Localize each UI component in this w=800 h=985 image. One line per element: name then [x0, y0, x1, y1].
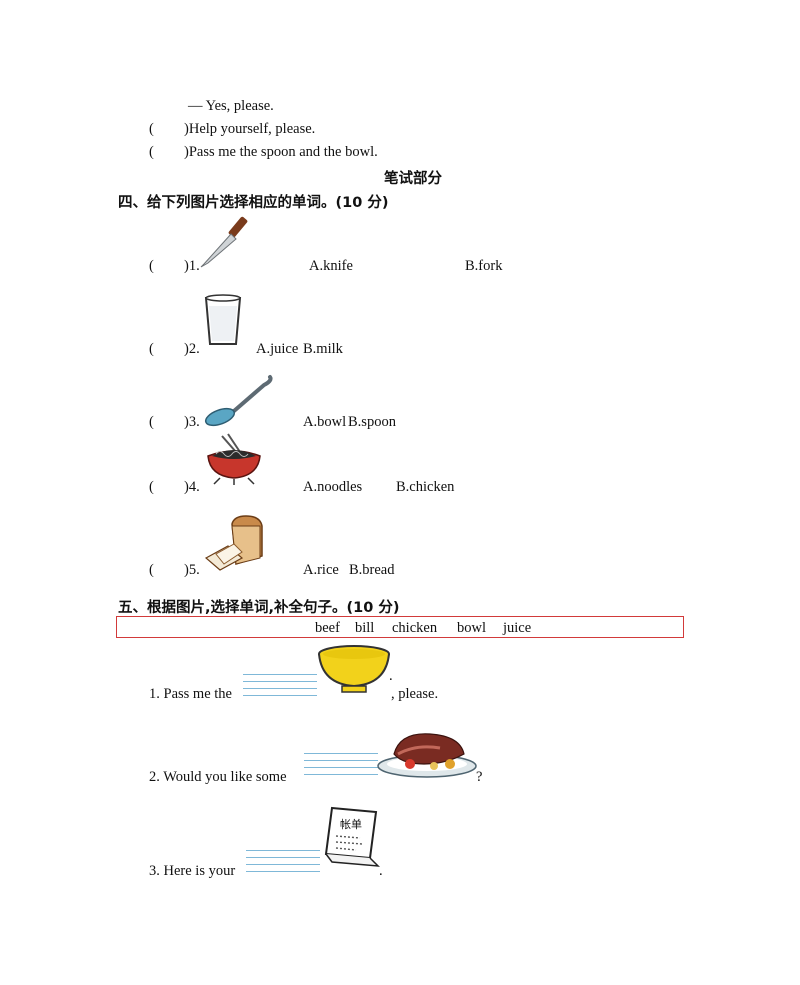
item3-paren: ( [149, 414, 154, 430]
sentence1-answer-blank[interactable] [243, 674, 317, 696]
item5-option-a: A.rice [303, 562, 339, 578]
answer-paren-close: ) [184, 121, 189, 137]
knife-icon [200, 216, 248, 268]
spoon-icon [204, 375, 273, 427]
sentence2-suffix: ? [476, 769, 483, 785]
item4-option-b: B.chicken [396, 479, 455, 495]
sentence2-answer-blank[interactable] [304, 753, 378, 775]
item3-number: )3. [184, 414, 200, 430]
word-bank-beef: beef [315, 620, 340, 636]
noodles-bowl-icon [207, 433, 261, 485]
word-bank-bowl: bowl [457, 620, 486, 636]
word-bank-box [116, 616, 684, 638]
written-part-title: 笔试部分 [384, 171, 442, 187]
item4-option-a: A.noodles [303, 479, 363, 495]
answer-paren-open: ( [149, 121, 154, 137]
dialogue-line-2: )Help yourself, please. [184, 120, 315, 138]
sentence1-dot-mark: . [389, 668, 393, 684]
milk-glass-icon [204, 294, 242, 345]
dialogue-text: Help yourself, please. [188, 121, 316, 137]
item4-paren: ( [149, 479, 154, 495]
item5-number: )5. [184, 562, 200, 578]
item3-option-b: B.spoon [348, 414, 396, 430]
item5-option-b: B.bread [349, 562, 395, 578]
bread-icon [204, 515, 263, 571]
sentence1-prefix: 1. Pass me the [149, 686, 232, 702]
item5-paren: ( [149, 562, 154, 578]
item1-option-a: A.knife [309, 258, 353, 274]
dialogue-text: Pass me the spoon and the bowl. [188, 144, 378, 160]
section5-title: 五、根据图片,选择单词,补全句子。(10 分) [118, 600, 400, 616]
item2-option-a: A.juice [256, 341, 299, 357]
item2-paren: ( [149, 341, 154, 357]
sentence3-answer-blank[interactable] [246, 850, 320, 872]
item1-number: )1. [184, 258, 200, 274]
dialogue-line-1: — Yes, please. [188, 98, 274, 114]
item1-option-b: B.fork [465, 258, 503, 274]
item4-number: )4. [184, 479, 200, 495]
sentence1-suffix: , please. [391, 686, 439, 702]
item2-option-b: B.milk [303, 341, 343, 357]
item2-number: )2. [184, 341, 200, 357]
beef-plate-icon [377, 733, 477, 778]
answer-paren-close: ) [184, 144, 189, 160]
bill-receipt-icon: 帐单 [324, 806, 380, 867]
dialogue-line-3: )Pass me the spoon and the bowl. [184, 143, 378, 161]
sentence2-prefix: 2. Would you like some [149, 769, 287, 785]
item3-option-a: A.bowl [303, 414, 347, 430]
word-bank-chicken: chicken [392, 620, 438, 636]
item1-paren: ( [149, 258, 154, 274]
sentence3-prefix: 3. Here is your [149, 863, 236, 879]
section4-title: 四、给下列图片选择相应的单词。(10 分) [118, 195, 389, 211]
word-bank-juice: juice [503, 620, 532, 636]
sentence3-suffix: . [379, 863, 383, 879]
yellow-bowl-icon [318, 645, 390, 693]
answer-paren-open: ( [149, 144, 154, 160]
bill-text: 帐单 [340, 818, 362, 831]
word-bank-bill: bill [355, 620, 375, 636]
